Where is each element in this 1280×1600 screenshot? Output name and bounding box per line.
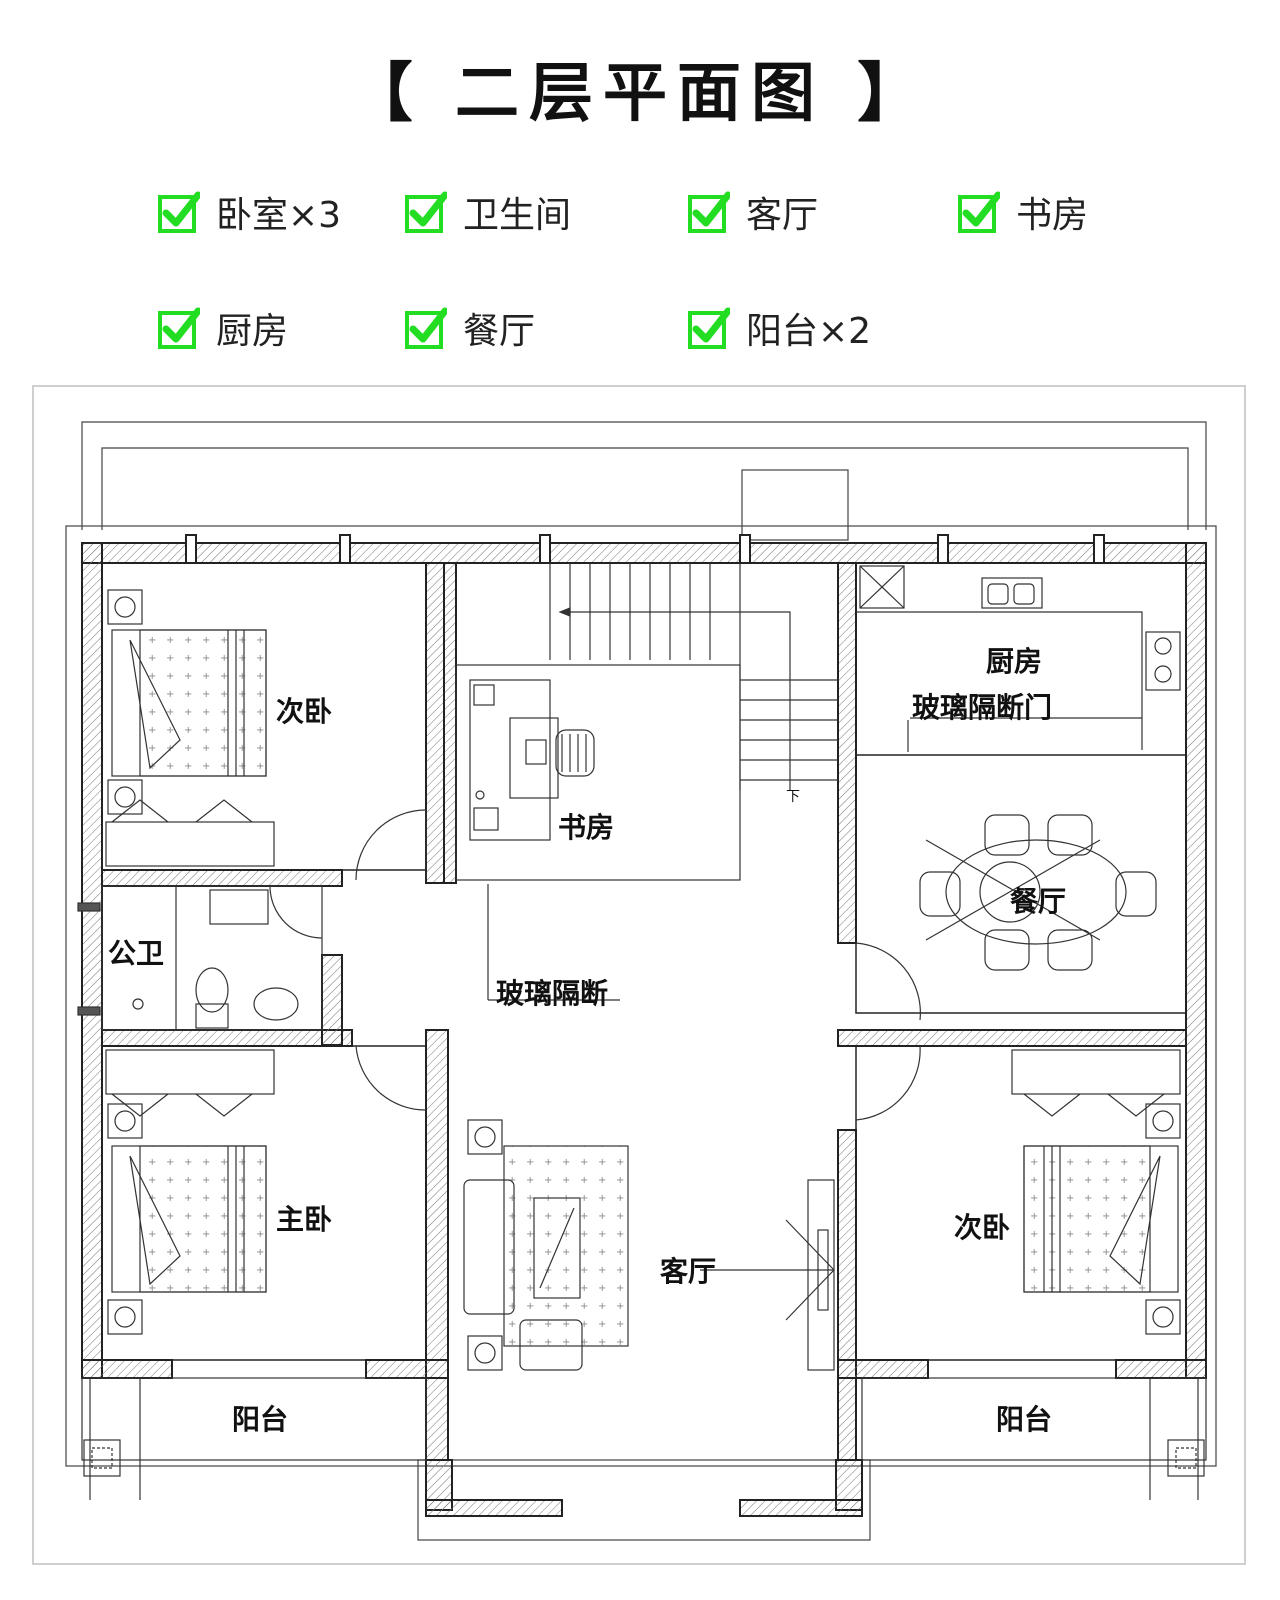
balconies bbox=[81, 1377, 1207, 1500]
room-label-living-room: 客厅 bbox=[660, 1255, 717, 1288]
floor-plan-frame bbox=[32, 385, 1246, 1565]
bedroom-right-furniture bbox=[1011, 1049, 1181, 1335]
dining-furniture bbox=[919, 814, 1157, 971]
study-furniture bbox=[455, 664, 741, 881]
legend-label: 阳台×2 bbox=[746, 311, 872, 352]
legend-label: 厨房 bbox=[216, 311, 289, 352]
check-icon bbox=[688, 191, 730, 233]
stair-down-mark: 下 bbox=[786, 789, 800, 805]
check-icon bbox=[688, 307, 730, 349]
room-label-glass-partition: 玻璃隔断 bbox=[496, 977, 609, 1010]
room-label-balcony-right: 阳台 bbox=[996, 1403, 1053, 1436]
stairs bbox=[549, 563, 838, 790]
living-room-furniture bbox=[463, 1119, 835, 1371]
legend-item-kitchen: 厨房 bbox=[158, 302, 288, 354]
legend-item-dining: 餐厅 bbox=[405, 302, 535, 354]
legend-item-study: 书房 bbox=[958, 186, 1088, 238]
check-icon bbox=[405, 191, 447, 233]
legend-item-bathroom: 卫生间 bbox=[405, 186, 571, 238]
room-label-study: 书房 bbox=[558, 811, 615, 844]
toilet-fixtures bbox=[77, 885, 323, 1031]
room-label-master-bedroom: 主卧 bbox=[276, 1203, 333, 1236]
kitchen-fixtures bbox=[856, 565, 1181, 752]
check-icon bbox=[158, 307, 200, 349]
master-bedroom-furniture bbox=[105, 1049, 275, 1335]
room-label-glass-door: 玻璃隔断门 bbox=[912, 691, 1053, 724]
room-label-dining: 餐厅 bbox=[1010, 885, 1067, 918]
room-label-balcony-left: 阳台 bbox=[232, 1403, 289, 1436]
legend-label: 书房 bbox=[1016, 195, 1089, 236]
legend-item-living-room: 客厅 bbox=[688, 186, 818, 238]
legend-item-balcony: 阳台×2 bbox=[688, 302, 871, 354]
room-outlines bbox=[101, 562, 1187, 1361]
check-icon bbox=[158, 191, 200, 233]
room-label-toilet: 公卫 bbox=[108, 937, 165, 970]
legend-label: 餐厅 bbox=[463, 311, 536, 352]
doors bbox=[269, 809, 921, 1121]
roof-outline bbox=[65, 421, 1217, 1541]
page-title: 【 二层平面图 】 bbox=[348, 57, 932, 131]
legend-item-bedroom: 卧室×3 bbox=[158, 186, 341, 238]
check-icon bbox=[405, 307, 447, 349]
room-label-kitchen: 厨房 bbox=[986, 645, 1043, 678]
room-label-bedroom-right: 次卧 bbox=[954, 1211, 1011, 1244]
check-icon bbox=[958, 191, 1000, 233]
legend-label: 客厅 bbox=[746, 195, 819, 236]
legend-label: 卧室×3 bbox=[216, 195, 342, 236]
legend-label: 卫生间 bbox=[463, 195, 572, 236]
bedroom-top-left-furniture bbox=[105, 589, 275, 867]
room-label-bedroom-top-left: 次卧 bbox=[276, 695, 333, 728]
walls bbox=[81, 542, 1207, 1517]
